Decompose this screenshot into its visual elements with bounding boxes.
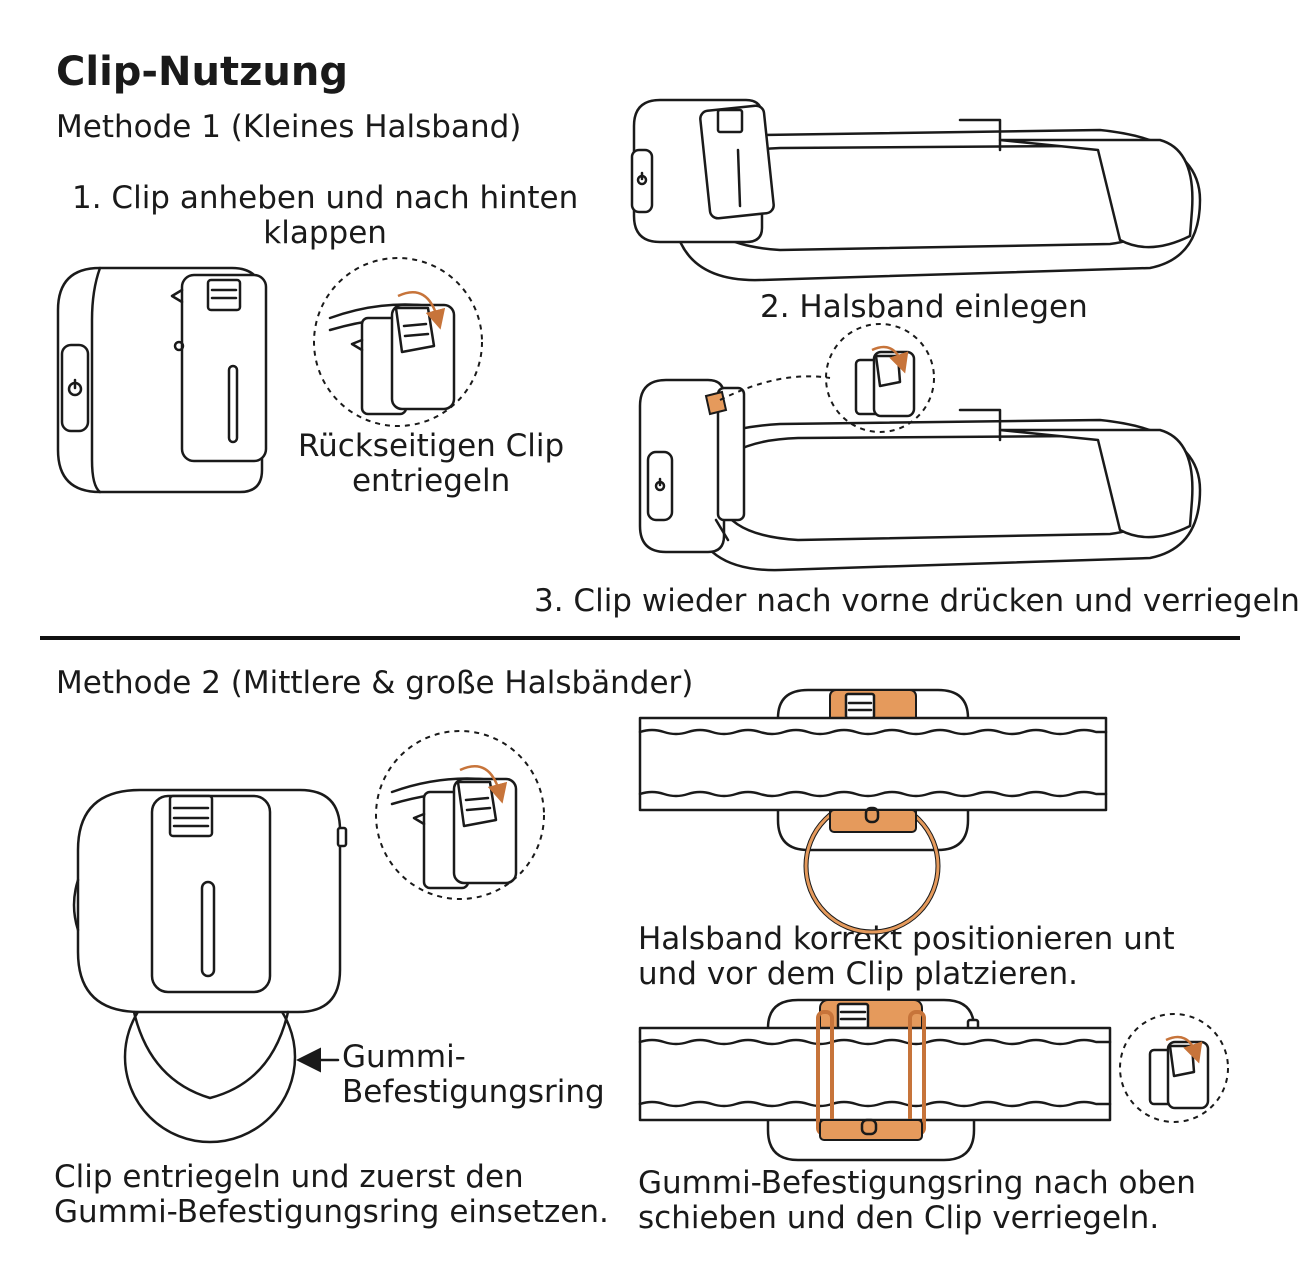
position-line1: Halsband korrekt positionieren unt xyxy=(638,921,1175,957)
insert-ring-line2: Gummi-Befestigungsring einsetzen. xyxy=(54,1193,609,1230)
ring-label-line2: Befestigungsring xyxy=(342,1073,605,1110)
lock-clip-line1: Gummi-Befestigungsring nach oben xyxy=(638,1165,1196,1201)
ring-label-line1: Gummi- xyxy=(342,1039,466,1075)
page-title: Clip-Nutzung xyxy=(56,49,348,95)
step2-caption: 2. Halsband einlegen xyxy=(760,289,1088,325)
collar-step2 xyxy=(630,98,1202,282)
device-method2 xyxy=(72,788,348,1144)
position-caption: Halsband korrekt positionieren unt und v… xyxy=(638,922,1175,991)
lock-clip-line2: schieben und den Clip verriegeln. xyxy=(638,1199,1160,1236)
method2-heading: Methode 2 (Mittlere & große Halsbänder) xyxy=(56,665,694,701)
detail-unlock-1 xyxy=(313,257,483,427)
step1-caption: 1. Clip anheben und nach hinten klappen xyxy=(72,181,578,250)
insert-ring-line1: Clip entriegeln und zuerst den xyxy=(54,1159,524,1195)
method1-heading: Methode 1 (Kleines Halsband) xyxy=(56,109,522,145)
step1-line1: 1. Clip anheben und nach hinten xyxy=(72,180,579,216)
rotate-arrow-icon xyxy=(459,765,508,804)
unlock-caption: Rückseitigen Clip entriegeln xyxy=(298,429,564,498)
position-line2: und vor dem Clip platzieren. xyxy=(638,955,1078,992)
rotate-arrow-icon xyxy=(871,345,909,374)
rotate-arrow-icon xyxy=(1165,1035,1203,1064)
power-icon xyxy=(636,171,648,186)
collar-step3 xyxy=(638,323,1202,572)
device-step1 xyxy=(56,266,268,494)
insert-ring-caption: Clip entriegeln und zuerst den Gummi-Bef… xyxy=(54,1160,609,1229)
unlock-line2: entriegeln xyxy=(351,462,511,499)
power-icon xyxy=(654,477,666,492)
section-divider xyxy=(40,636,1240,640)
power-icon xyxy=(67,378,83,397)
unlock-line1: Rückseitigen Clip xyxy=(298,428,565,464)
collar-locked xyxy=(638,998,1229,1162)
step1-line2: klappen xyxy=(263,214,387,251)
step3-caption: 3. Clip wieder nach vorne drücken und ve… xyxy=(534,583,1300,619)
rotate-arrow-icon xyxy=(397,291,446,330)
lock-clip-caption: Gummi-Befestigungsring nach oben schiebe… xyxy=(638,1166,1196,1235)
detail-unlock-2 xyxy=(375,730,545,900)
collar-position xyxy=(638,688,1108,935)
ring-label: Gummi- Befestigungsring xyxy=(342,1040,605,1109)
